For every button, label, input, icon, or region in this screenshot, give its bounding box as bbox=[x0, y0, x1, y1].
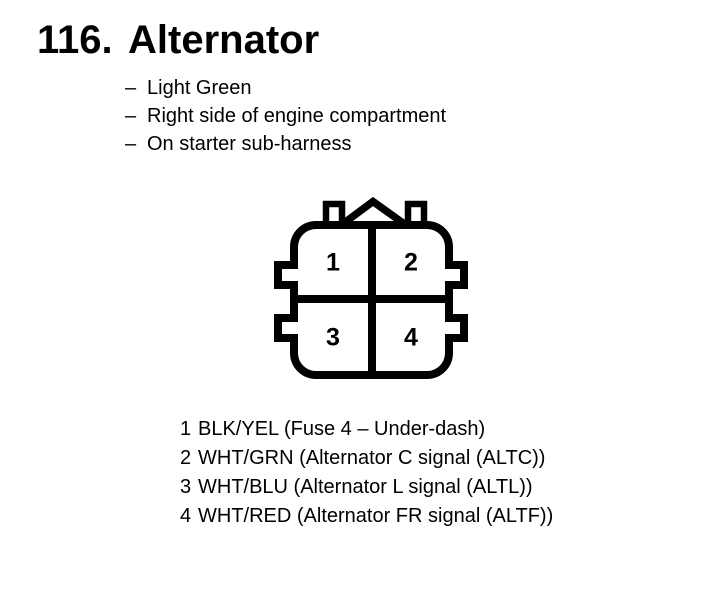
section-heading: 116. Alternator bbox=[37, 20, 319, 60]
connector-key-triangle bbox=[341, 196, 406, 227]
bullet-dash: – bbox=[125, 133, 137, 155]
connector-diagram: 1 2 3 4 bbox=[274, 196, 468, 379]
pin-row-description: WHT/BLU (Alternator L signal (ALTL)) bbox=[198, 476, 533, 498]
pin-number-1: 1 bbox=[326, 249, 340, 277]
detail-text-location: Right side of engine compartment bbox=[147, 105, 447, 127]
pin-row: 1 BLK/YEL (Fuse 4 – Under-dash) bbox=[180, 415, 553, 444]
pin-row: 3 WHT/BLU (Alternator L signal (ALTL)) bbox=[180, 473, 553, 502]
pin-row-number: 1 bbox=[180, 418, 192, 440]
bullet-dash: – bbox=[125, 77, 137, 99]
pin-row-description: WHT/GRN (Alternator C signal (ALTC)) bbox=[198, 447, 546, 469]
pin-row-description: WHT/RED (Alternator FR signal (ALTF)) bbox=[198, 505, 554, 527]
pin-descriptions: 1 BLK/YEL (Fuse 4 – Under-dash) 2 WHT/GR… bbox=[180, 415, 553, 531]
section-number: 116. bbox=[37, 18, 113, 62]
pin-row-number: 4 bbox=[180, 505, 192, 527]
pin-row-description: BLK/YEL (Fuse 4 – Under-dash) bbox=[198, 418, 486, 440]
detail-item: – On starter sub-harness bbox=[125, 130, 446, 158]
pin-row-number: 2 bbox=[180, 447, 192, 469]
page-title: Alternator bbox=[128, 18, 320, 62]
detail-item: – Light Green bbox=[125, 74, 446, 102]
pin-row-number: 3 bbox=[180, 476, 192, 498]
pin-number-2: 2 bbox=[404, 249, 418, 277]
pin-row: 2 WHT/GRN (Alternator C signal (ALTC)) bbox=[180, 444, 553, 473]
pin-number-4: 4 bbox=[404, 324, 418, 352]
bullet-dash: – bbox=[125, 105, 137, 127]
detail-text-harness: On starter sub-harness bbox=[147, 133, 352, 155]
connector-details: – Light Green – Right side of engine com… bbox=[125, 74, 446, 158]
pin-row: 4 WHT/RED (Alternator FR signal (ALTF)) bbox=[180, 502, 553, 531]
pin-number-3: 3 bbox=[326, 324, 340, 352]
detail-text-color: Light Green bbox=[147, 77, 252, 99]
detail-item: – Right side of engine compartment bbox=[125, 102, 446, 130]
